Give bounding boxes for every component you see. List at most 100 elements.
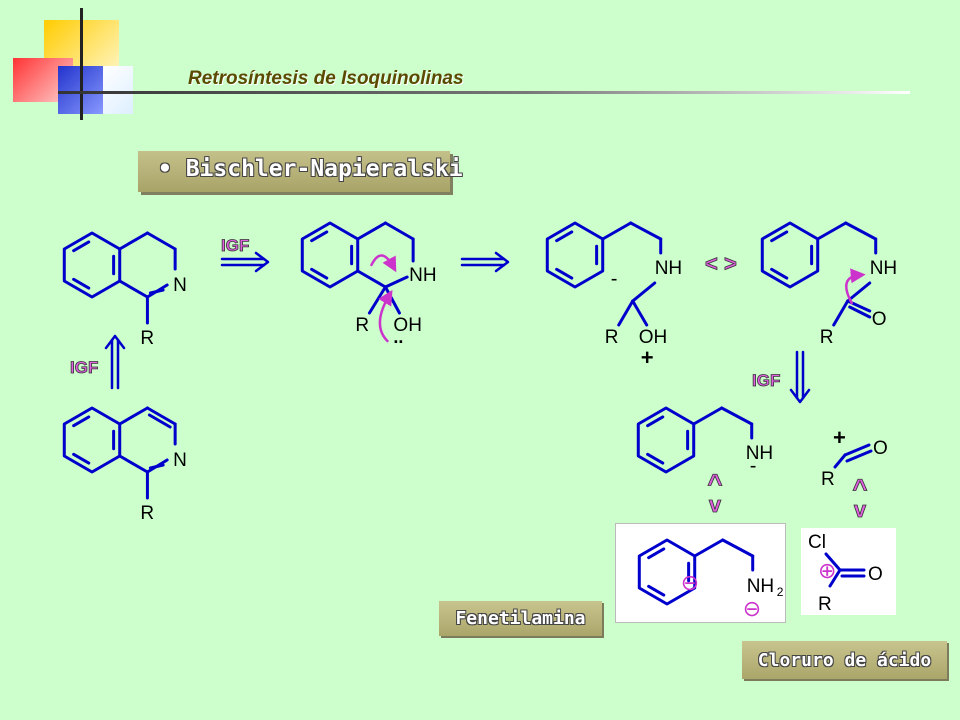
bond: [693, 538, 725, 558]
carbinolamine-ring: [300, 221, 360, 289]
amine-highlight-box: [615, 523, 786, 623]
charge-minus: -: [750, 455, 757, 477]
bond: [631, 299, 649, 327]
bond: [828, 568, 842, 588]
bond: [356, 221, 387, 241]
atom-NH: NH: [409, 265, 436, 286]
phenethyl-fragment-double-bond: [646, 452, 665, 465]
bond: [843, 443, 871, 457]
atom-O: O: [873, 438, 888, 459]
open-chain-double-bond: [555, 267, 574, 280]
charge-plus: +: [833, 425, 846, 450]
bond: [846, 281, 872, 303]
label-igf-right: IGF: [752, 371, 780, 390]
bond: [145, 231, 177, 251]
atom-R: R: [821, 469, 835, 490]
arrow-igf-up-head: [104, 334, 126, 350]
bond: [148, 288, 165, 295]
bond: [845, 449, 873, 463]
curved-arrow-oh: [378, 289, 393, 343]
equivalence-amine-down: v: [709, 492, 722, 517]
method-label: • Bischler-Napieralski: [158, 156, 463, 182]
dihydroisoquinoline-ring: [62, 231, 122, 299]
bond: [118, 406, 149, 426]
acyl-form-ring: [760, 221, 820, 289]
bond: [629, 221, 663, 241]
charge-circled-minus: ⊖: [681, 570, 699, 595]
carbinolamine-double-bond: [310, 267, 329, 280]
atom-OH: OH: [393, 315, 422, 336]
bond: [848, 305, 872, 319]
phenethylamine-double-bond: [647, 547, 666, 560]
bond: [356, 269, 387, 289]
equivalence-acid-down: v: [854, 497, 867, 522]
charge-minus: -: [611, 268, 618, 290]
caption-cloruro-de-acido: Cloruro de ácido: [742, 641, 947, 679]
atom-R: R: [820, 327, 834, 348]
equivalence-acid-up: ^: [852, 473, 867, 503]
curved-arrow-ring: [370, 254, 397, 273]
atom-R: R: [140, 328, 154, 349]
phenethyl-fragment-ring: [636, 406, 696, 474]
bond: [617, 299, 635, 327]
atom-R: R: [818, 594, 832, 615]
dihydroisoquinoline-double-bond: [72, 277, 91, 290]
isoquinoline-ring: [62, 406, 122, 474]
atom-NH: NH: [870, 258, 897, 279]
bond: [844, 221, 878, 241]
bond: [631, 281, 657, 303]
label-resonance: < >: [705, 251, 737, 276]
bond: [816, 221, 848, 241]
atom-OH: OH: [639, 327, 668, 348]
atom-N: N: [173, 450, 187, 471]
bond: [383, 275, 409, 289]
logo-square-light: [103, 66, 133, 114]
open-chain-ring: [545, 221, 605, 289]
open-chain-double-bond: [555, 230, 574, 243]
atom-subscript: 2: [777, 585, 784, 599]
bond: [721, 538, 755, 558]
atom-R: R: [140, 503, 154, 524]
label-igf-left: IGF: [70, 358, 98, 377]
atom-NH: NH: [746, 443, 773, 464]
equivalence-amine-up: ^: [707, 468, 722, 498]
bond: [824, 552, 842, 572]
isoquinoline-double-bond: [72, 415, 91, 428]
bond: [148, 463, 165, 470]
bond: [147, 413, 172, 429]
bond: [720, 406, 754, 426]
logo-vertical-line: [80, 8, 83, 120]
atom-NH: NH: [655, 258, 682, 279]
isoquinoline-double-bond: [72, 452, 91, 465]
bond: [145, 406, 177, 426]
charge-circled-plus: ⊕: [818, 558, 836, 583]
phenethylamine-double-bond: [647, 584, 666, 597]
bond: [692, 406, 724, 426]
arrow-igf-down-head: [789, 388, 811, 404]
lone-pair: ..: [393, 327, 403, 347]
bond: [118, 231, 149, 251]
phenethyl-fragment-double-bond: [646, 415, 665, 428]
curved-arrow-carbonyl: [845, 268, 866, 305]
atom-N: N: [173, 275, 187, 296]
acyl-form-double-bond: [770, 267, 789, 280]
method-banner: [138, 151, 450, 192]
carbinolamine-double-bond: [310, 230, 329, 243]
caption-fenetilamina: Fenetilamina: [439, 601, 602, 636]
arrow-igf-1-head: [254, 251, 270, 273]
bond: [601, 221, 633, 241]
atom-O: O: [872, 309, 887, 330]
bond: [832, 299, 850, 327]
atom-R: R: [355, 315, 369, 336]
bond: [118, 279, 149, 299]
atom-O: O: [868, 564, 883, 585]
dihydroisoquinoline-double-bond: [72, 240, 91, 253]
slide-title: Retrosíntesis de Isoquinolinas: [188, 68, 464, 89]
charge-circled-minus: ⊖: [743, 596, 761, 621]
logo-decoration: [0, 0, 140, 125]
atom-Cl: Cl: [808, 532, 826, 553]
atom-R: R: [605, 327, 619, 348]
title-underline: [58, 91, 910, 94]
charge-plus: +: [641, 345, 654, 370]
